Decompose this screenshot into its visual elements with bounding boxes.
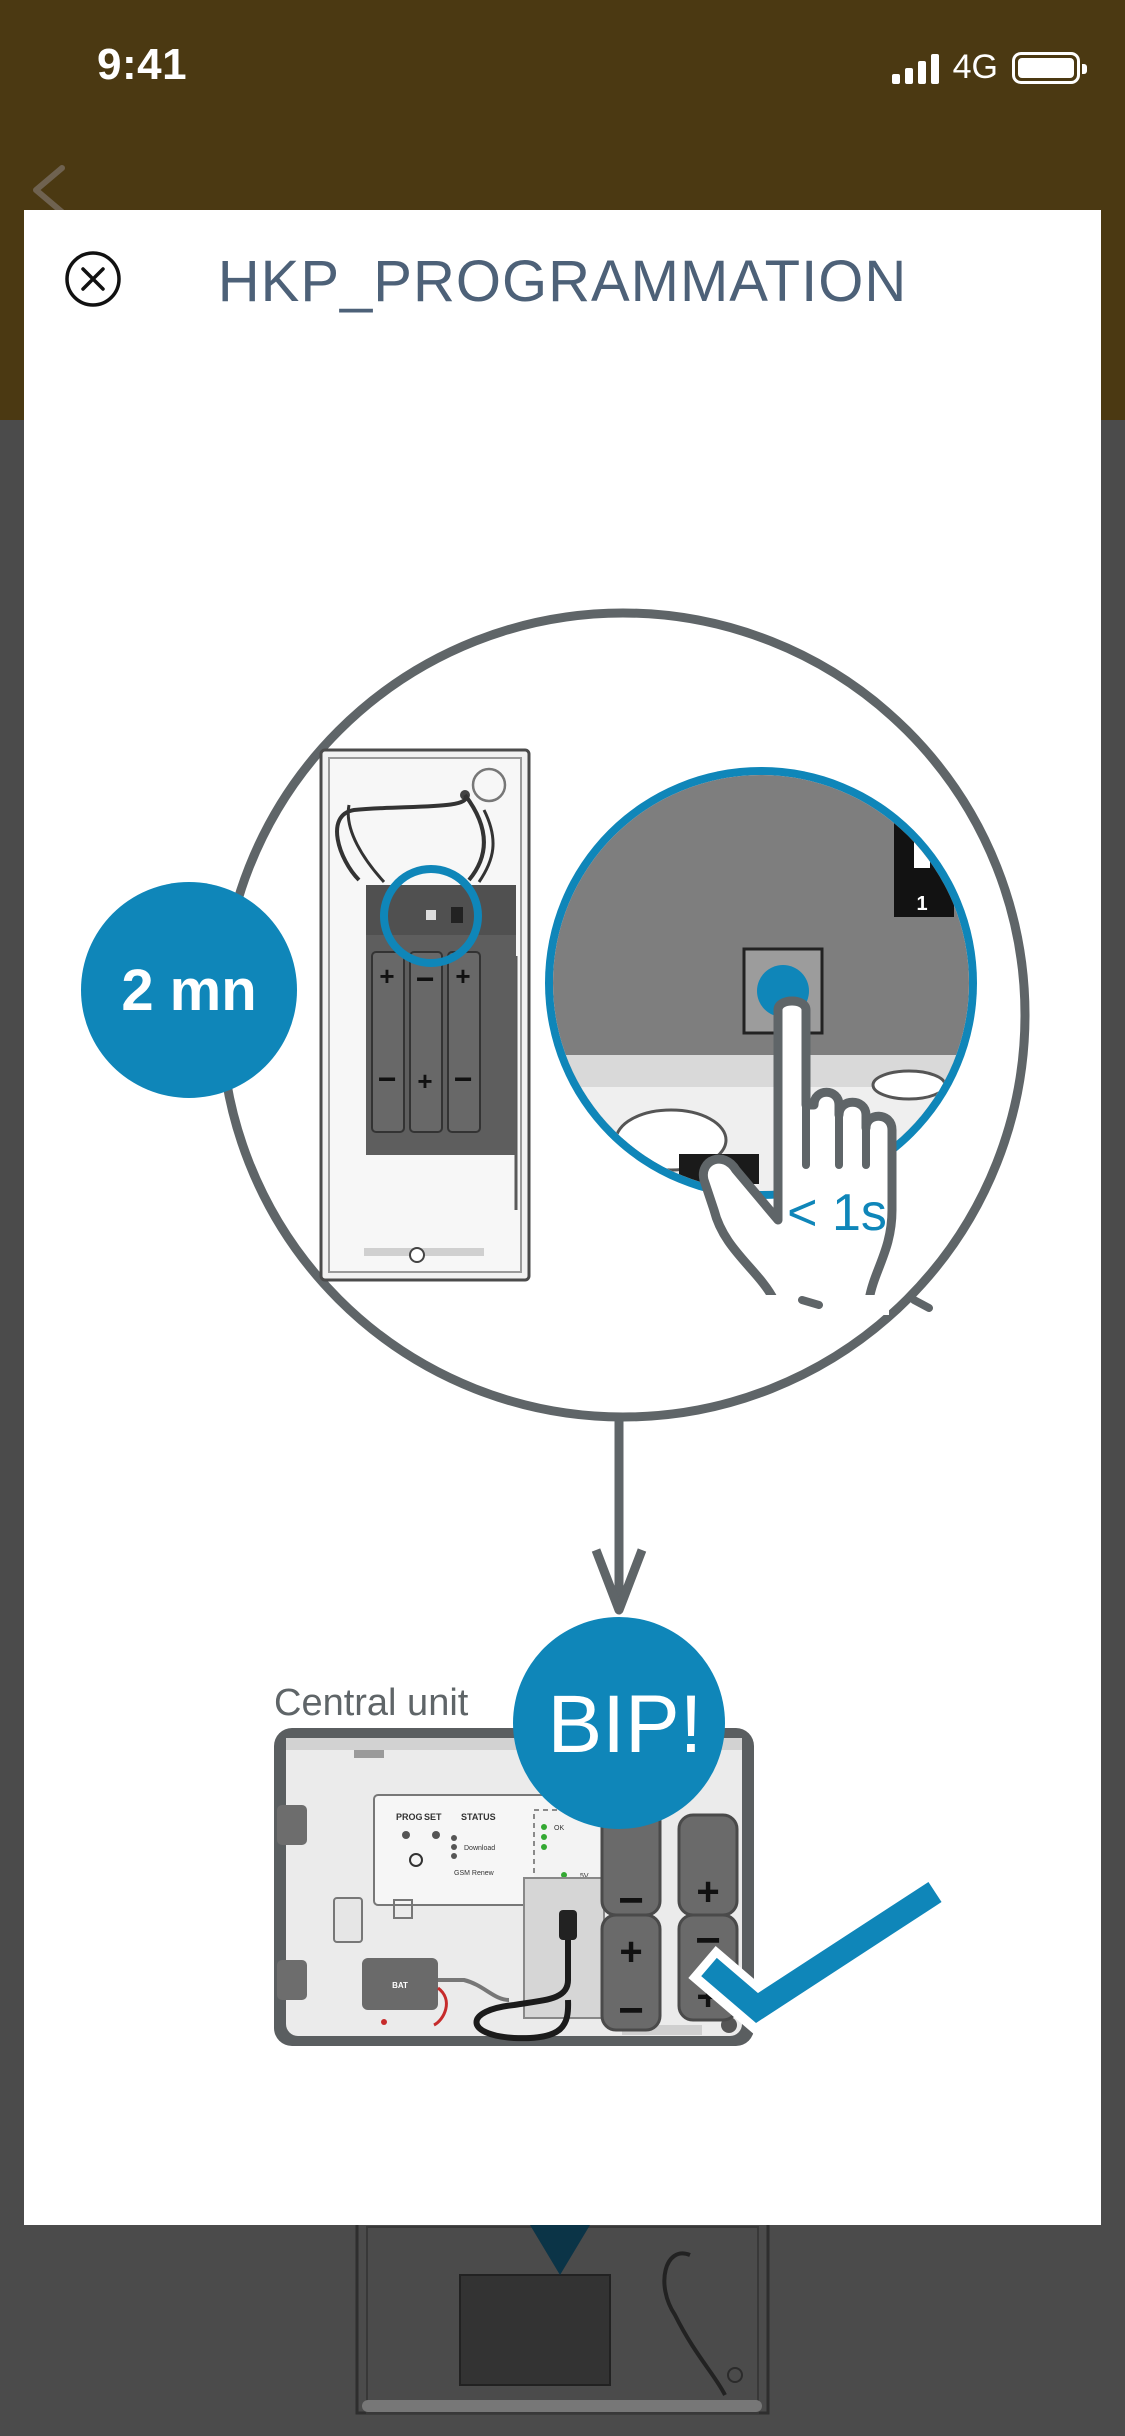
programming-modal: HKP_PROGRAMMATION + − − + + [24,210,1101,2225]
beep-label: BIP! [548,1679,703,1770]
close-icon[interactable] [64,250,122,308]
central-unit-batteries-image: − + − + − + [600,1803,739,2035]
down-arrow-icon [591,1418,647,1615]
svg-text:+: + [619,1930,642,1974]
svg-text:+: + [417,1066,432,1096]
zoom-detail-image: 1 [545,767,977,1199]
svg-text:−: − [416,961,435,997]
cellular-signal-icon [891,52,939,84]
home-indicator [362,2400,762,2412]
status-time: 9:41 [97,40,188,89]
network-type: 4G [952,48,998,86]
modal-title: HKP_PROGRAMMATION [217,249,908,314]
panel-download-label: Download [464,1845,495,1852]
svg-text:+: + [455,961,470,991]
status-bar: 9:41 4G [0,0,1125,135]
press-duration-label: < 1s [787,1184,887,1242]
pointing-hand-icon [698,996,933,1315]
status-indicators: 4G [891,48,1087,87]
panel-status-label: STATUS [461,1812,496,1822]
panel-prog-label: PROG [396,1812,423,1822]
svg-text:−: − [378,1061,397,1097]
panel-gsm-label: GSM Renew [454,1870,495,1877]
panel-ok-label: OK [554,1825,564,1832]
panel-bat-label: BAT [392,1981,408,1990]
programming-illustration: + − − + + − 1 [81,608,1030,2046]
timer-label: 2 mn [121,958,256,1023]
success-check-stroke [701,1881,942,2023]
keypad-device-image: + − − + + − [319,748,531,1282]
panel-set-label: SET [424,1812,442,1822]
panel-5v-label: 5V [580,1873,589,1880]
svg-text:+: + [696,1870,719,1914]
beep-badge [513,1617,725,1829]
svg-text:−: − [618,1876,644,1925]
svg-text:−: − [618,1986,644,2035]
background-device-image [355,2215,770,2415]
dip-switch-number: 1 [916,893,927,915]
timer-badge [81,882,297,1098]
battery-icon [1012,51,1087,84]
svg-text:−: − [454,1061,473,1097]
svg-text:+: + [379,961,394,991]
back-chevron-icon[interactable] [22,160,82,220]
central-unit-label: Central unit [274,1682,469,1724]
